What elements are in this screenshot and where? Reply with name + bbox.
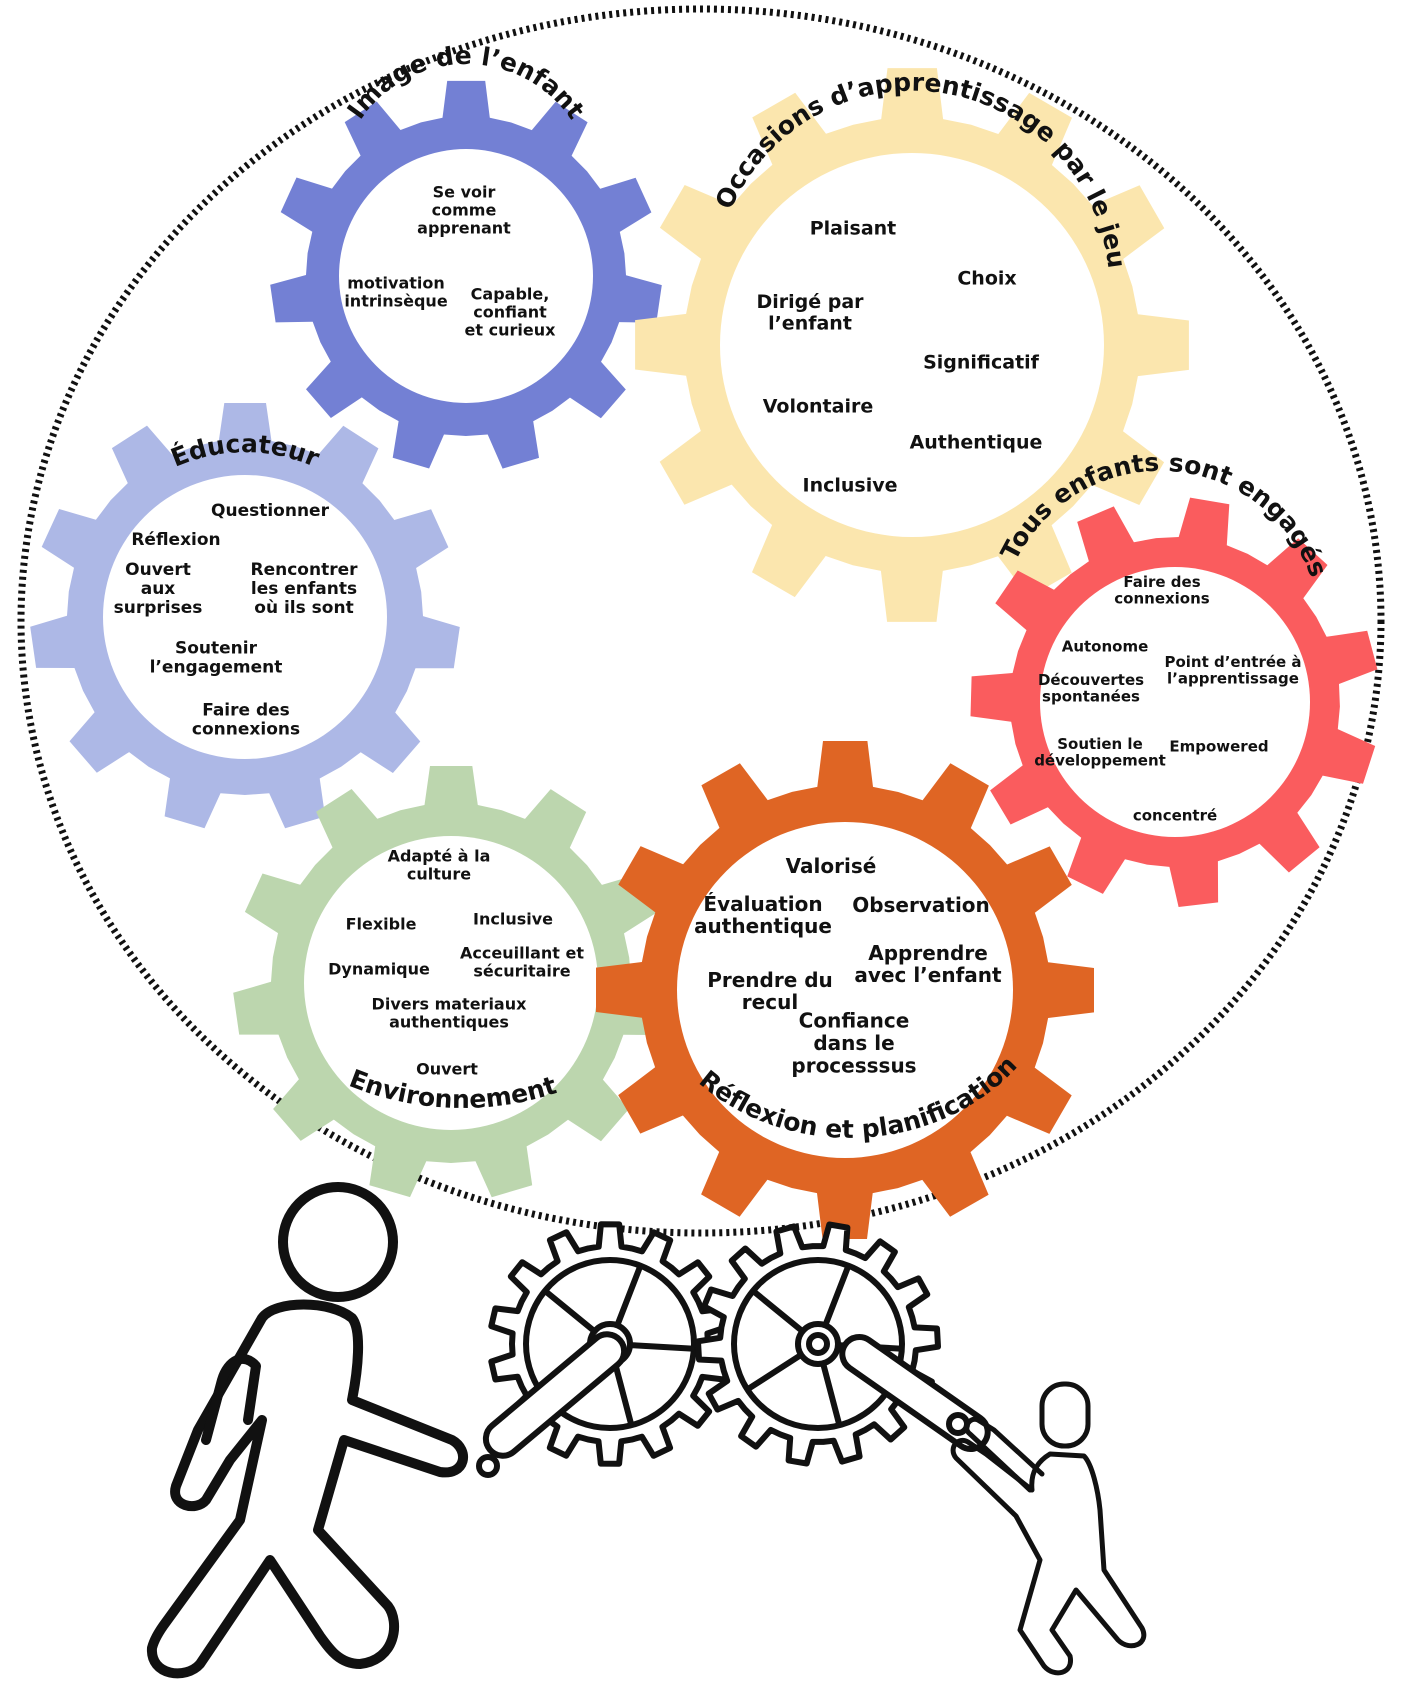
gear-item-occasions-6: Inclusive	[803, 475, 898, 497]
gear-educateur	[30, 403, 460, 829]
gear-item-educateur-1: Réflexion	[131, 530, 220, 550]
thought-bubble-outline	[17, 5, 1385, 1237]
walking-person-icon	[147, 1182, 468, 1679]
gear-occasions-apprentissage	[635, 68, 1189, 622]
gear-item-engages-6: concentré	[1133, 806, 1217, 824]
gear-item-reflexion-2: Observation	[852, 893, 990, 917]
gear-item-occasions-3: Significatif	[923, 352, 1040, 374]
gear-item-occasions-1: Choix	[957, 268, 1016, 290]
gear-image-de-lenfant	[270, 80, 662, 469]
gear-item-occasions-0: Plaisant	[810, 218, 897, 240]
crankset-gear-icon	[476, 1221, 991, 1478]
gear-item-engages-1: Autonome	[1062, 637, 1149, 655]
gear-item-environnement-2: Inclusive	[473, 910, 553, 929]
gear-reflexion-planification	[596, 741, 1094, 1239]
gear-item-environnement-3: Dynamique	[328, 960, 430, 979]
gear-item-educateur-0: Questionner	[211, 501, 330, 521]
gear-item-environnement-6: Ouvert	[416, 1060, 478, 1079]
gear-environnement	[233, 766, 669, 1198]
gear-item-reflexion-0: Valorisé	[786, 854, 877, 878]
gear-item-occasions-4: Volontaire	[763, 396, 873, 418]
gear-item-occasions-5: Authentique	[910, 432, 1043, 454]
gear-item-environnement-1: Flexible	[346, 915, 417, 934]
gear-item-engages-4: Empowered	[1169, 737, 1268, 755]
gear-tous-enfants-engages	[970, 497, 1378, 907]
pushing-person-icon	[950, 1381, 1147, 1676]
